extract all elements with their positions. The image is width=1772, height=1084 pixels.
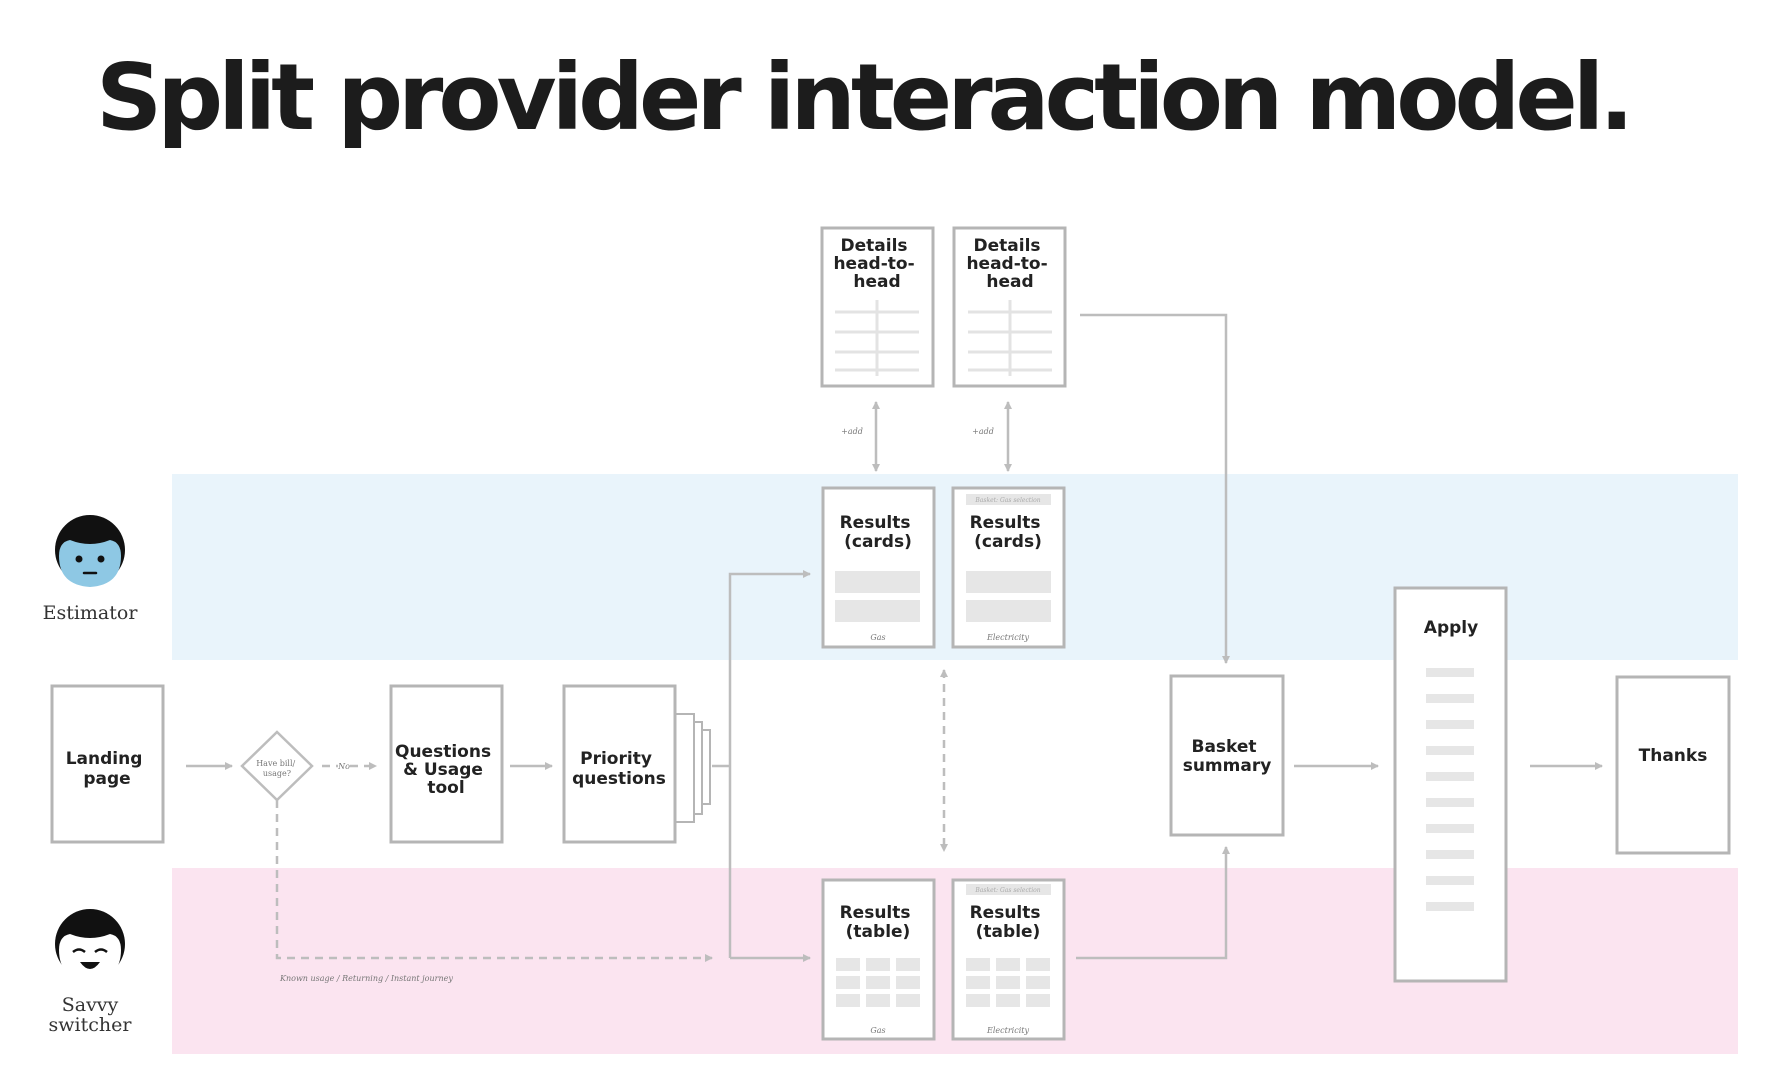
svg-text:Results (table): Results (table) bbox=[970, 903, 1047, 942]
results-table-electricity-caption: Electricity bbox=[986, 1026, 1029, 1035]
results-cards-gas-node[interactable]: Results (cards) Gas bbox=[821, 486, 936, 649]
svg-text:Basket summary: Basket summary bbox=[1183, 737, 1272, 776]
landing-page-node[interactable]: Landing page bbox=[50, 684, 165, 844]
results-cards-electricity-caption: Electricity bbox=[986, 633, 1029, 642]
results-cards-electricity-node[interactable]: Basket: Gas selection Results (cards) El… bbox=[951, 486, 1066, 649]
svg-text:Priority questions: Priority questions bbox=[572, 749, 666, 789]
svg-text:Details head-to- h: Details head-to- head bbox=[966, 236, 1053, 292]
have-bill-decision[interactable]: Have bill/ usage? bbox=[240, 730, 314, 802]
estimator-face-icon bbox=[55, 515, 125, 587]
savvy-switcher-label-line1: Savvy bbox=[62, 994, 119, 1016]
svg-text:Landing page: Landing page bbox=[66, 749, 149, 789]
svg-text:Have bill/ usage?: Have bill/ usage? bbox=[256, 759, 298, 778]
apply-node[interactable]: Apply bbox=[1393, 586, 1508, 983]
estimator-label: Estimator bbox=[43, 602, 139, 624]
skip-path-label: Known usage / Returning / Instant journe… bbox=[279, 974, 453, 983]
details-head-to-head-electricity-node[interactable]: Details head-to- head bbox=[952, 226, 1067, 388]
svg-text:Thanks: Thanks bbox=[1639, 746, 1708, 766]
savvy-switcher-label-line2: switcher bbox=[49, 1014, 133, 1036]
page-title: Split provider interaction model. bbox=[96, 44, 1634, 151]
results-cards-gas-caption: Gas bbox=[870, 633, 885, 642]
savvy-switcher-face-icon bbox=[55, 909, 125, 981]
thanks-node[interactable]: Thanks bbox=[1615, 675, 1731, 855]
add-electricity-label: +add bbox=[972, 427, 994, 436]
results-table-gas-caption: Gas bbox=[870, 1026, 885, 1035]
results-table-electricity-banner: Basket: Gas selection bbox=[974, 887, 1040, 894]
svg-text:Details head-to- h: Details head-to- head bbox=[833, 236, 920, 292]
results-table-electricity-node[interactable]: Basket: Gas selection Results (table) El… bbox=[951, 878, 1066, 1041]
svg-text:Results (cards): Results (cards) bbox=[970, 513, 1047, 552]
priority-questions-node[interactable]: Priority questions bbox=[562, 684, 711, 844]
questions-usage-tool-node[interactable]: Questions & Usage tool bbox=[389, 684, 504, 844]
results-cards-electricity-banner: Basket: Gas selection bbox=[974, 497, 1040, 504]
results-table-gas-node[interactable]: Results (table) Gas bbox=[821, 878, 936, 1041]
details-head-to-head-gas-node[interactable]: Details head-to- head bbox=[820, 226, 935, 388]
no-label: No bbox=[337, 762, 350, 771]
add-gas-label: +add bbox=[841, 427, 863, 436]
svg-text:Results (cards): Results (cards) bbox=[840, 513, 917, 552]
basket-summary-node[interactable]: Basket summary bbox=[1169, 674, 1285, 837]
svg-text:Results (table): Results (table) bbox=[840, 903, 917, 942]
svg-text:Apply: Apply bbox=[1424, 618, 1478, 638]
svg-text:Questions & Usage: Questions & Usage tool bbox=[395, 742, 497, 798]
